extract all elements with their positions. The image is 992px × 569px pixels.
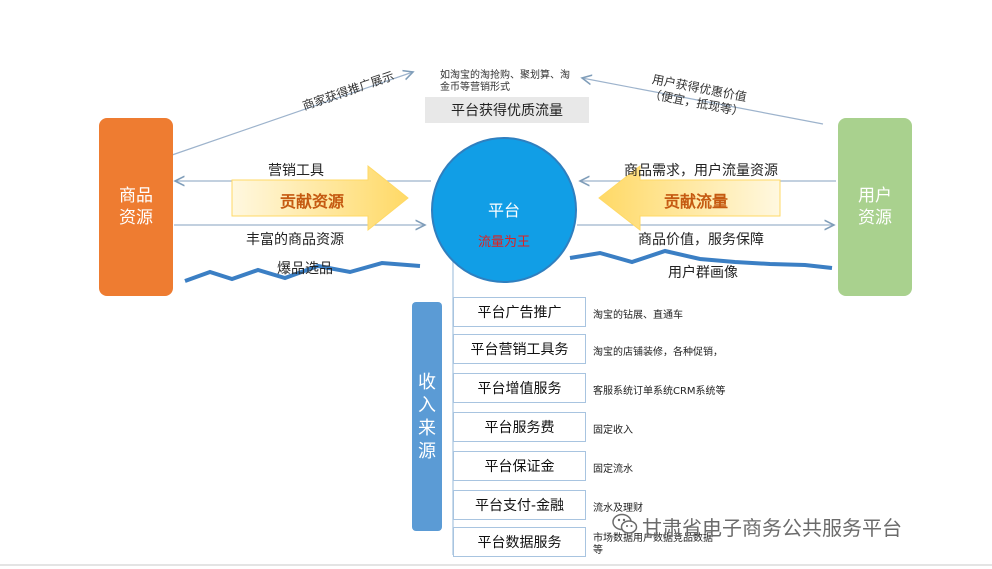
left-big-arrow: [231, 164, 409, 232]
revenue-item-desc: 淘宝的钻展、直通车: [593, 310, 683, 321]
contribute-resources-label: 贡献资源: [280, 192, 345, 211]
user-resource-label: 用户 资源: [858, 186, 892, 228]
revenue-item: 平台服务费: [453, 412, 586, 442]
revenue-item-label: 平台营销工具务: [470, 342, 569, 358]
watermark: 甘肃省电子商务公共服务平台: [612, 512, 902, 541]
right-wave: [569, 248, 833, 270]
revenue-item-desc: 固定收入: [593, 425, 633, 436]
platform-circle: [431, 137, 577, 283]
revenue-item: 平台广告推广: [453, 297, 586, 327]
revenue-item-label: 平台保证金: [484, 459, 555, 475]
revenue-item: 平台保证金: [453, 451, 586, 481]
hot-products-label: 爆品选品: [277, 261, 333, 277]
revenue-item: 平台增值服务: [453, 373, 586, 403]
user-profile-label: 用户群画像: [668, 265, 738, 281]
user-resource-box: 用户 资源: [838, 118, 912, 296]
goods-value-label: 商品价值，服务保障: [638, 232, 764, 248]
revenue-item-label: 平台数据服务: [477, 535, 562, 551]
revenue-source-text: 收 入 来 源: [418, 371, 436, 462]
platform-gain-box: 平台获得优质流量: [425, 97, 589, 123]
goods-resource-box: 商品 资源: [99, 118, 173, 296]
revenue-item-label: 平台广告推广: [477, 305, 562, 321]
revenue-item-label: 平台增值服务: [477, 381, 562, 397]
platform-gain-label: 平台获得优质流量: [451, 103, 563, 119]
top-note: 如淘宝的淘抢购、聚划算、淘 金币等营销形式: [440, 70, 570, 93]
revenue-item-label: 平台服务费: [484, 420, 555, 436]
platform-title: 平台: [487, 201, 520, 220]
left-wave: [184, 260, 421, 283]
revenue-item: 平台营销工具务: [453, 334, 586, 364]
user-traffic-label: 商品需求，用户流量资源: [624, 163, 778, 179]
marketing-tools-label: 营销工具: [268, 163, 324, 179]
revenue-item-desc: 市场数据用户数据竞品数据 等: [593, 533, 713, 556]
revenue-item-label: 平台支付-金融: [474, 498, 565, 514]
platform-subtitle: 流量为王: [477, 235, 530, 250]
revenue-source-label: 收 入 来 源: [412, 302, 442, 531]
rich-goods-label: 丰富的商品资源: [246, 232, 344, 248]
revenue-item: 平台数据服务: [453, 527, 586, 557]
revenue-item-desc: 流水及理财: [593, 503, 643, 514]
revenue-item-desc: 客服系统订单系统CRM系统等: [593, 386, 726, 397]
goods-resource-label: 商品 资源: [119, 186, 153, 228]
right-diagonal-arrow: [582, 78, 824, 125]
revenue-item-desc: 固定流水: [593, 464, 633, 475]
wechat-icon: [612, 513, 638, 540]
watermark-text: 甘肃省电子商务公共服务平台: [642, 516, 902, 540]
right-big-arrow: [598, 164, 781, 232]
revenue-item: 平台支付-金融: [453, 490, 586, 520]
revenue-item-desc: 淘宝的店铺装修，各种促销，: [593, 347, 723, 358]
left-diagonal-arrow: [171, 72, 413, 156]
contribute-traffic-label: 贡献流量: [664, 192, 729, 211]
